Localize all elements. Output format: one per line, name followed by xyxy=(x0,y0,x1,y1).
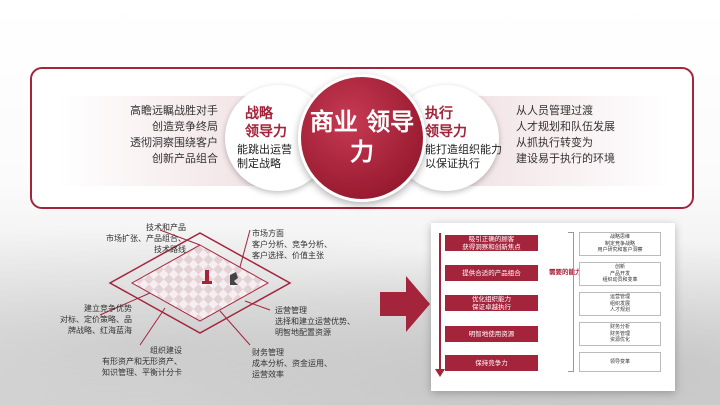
line-ops xyxy=(244,300,271,311)
panel-note-3: 运营管理 组织发展 人才规划 xyxy=(579,292,661,316)
panel-bar-5: 保持竞争力 xyxy=(445,355,538,371)
line-compete xyxy=(99,292,151,316)
panel-bar-1: 吸引正确的顾客 获得洞察和创新焦点 xyxy=(445,235,538,251)
chessboard-diagram xyxy=(99,229,292,346)
flow-line xyxy=(439,233,441,371)
panel-note-1: 战略思维 制定竞争战略 用户研究和客户洞察 xyxy=(579,232,661,256)
panel-bar-4: 明智地使用资源 xyxy=(445,326,538,342)
panel-note-4: 财务分析 财务管理 资源优化 xyxy=(579,322,661,346)
center-title: 商业 领导力 xyxy=(309,107,415,166)
capability-bracket xyxy=(568,232,574,372)
inner-diamond xyxy=(130,244,270,322)
execution-description: 从人员管理过渡 人才规划和队伍发展 从抓执行转变为 建设易于执行的环境 xyxy=(516,104,615,165)
chess-piece-knight-icon xyxy=(230,272,238,285)
flow-arrow-down-icon xyxy=(435,369,445,377)
flow-arrow-icon xyxy=(380,276,430,332)
label-compete: 建立竞争优势 对标、定价策略、品 牌战略、红海蓝海 xyxy=(60,304,132,335)
panel-note-5: 领导变革 xyxy=(579,352,661,372)
label-tech: 技术和产品 市场扩张、产品组合、 技术路线 xyxy=(106,223,186,254)
panel-bar-2: 提供合适的产品组合 xyxy=(445,265,538,281)
strategy-description: 高瞻远瞩战胜对手 创造竞争终局 透彻洞察围绕客户 创新产品组合 xyxy=(130,104,218,165)
label-ops: 运营管理 选择和建立运营优势、 明智地配置资源 xyxy=(275,306,355,337)
center-circle: 商业 领导力 xyxy=(298,74,426,202)
execution-title: 执行 领导力 xyxy=(425,106,467,140)
line-market xyxy=(239,229,251,268)
chess-piece-king-icon xyxy=(202,270,212,284)
panel-bar-3: 优化组织能力 保证卓越执行 xyxy=(445,295,538,311)
line-finance xyxy=(219,310,251,346)
need-capability-label: 需要的能力 xyxy=(549,268,582,276)
label-finance: 财务管理 成本分析、资金运用、 运营效率 xyxy=(252,348,332,379)
label-org: 组织建设 有形资产和无形资产、 知识管理、平衡计分卡 xyxy=(102,346,182,377)
outer-diamond xyxy=(108,232,292,334)
strategy-title: 战略 领导力 xyxy=(245,106,287,140)
line-tech xyxy=(159,229,201,246)
label-market: 市场方面 客户分析、竞争分析、 客户选择、价值主张 xyxy=(252,229,332,260)
line-org xyxy=(139,307,166,346)
panel-note-2: 创新 产品开发 组织动员和变革 xyxy=(579,262,661,286)
execution-subtitle: 能打造组织能力 以保证执行 xyxy=(425,143,502,170)
strategy-subtitle: 能跳出运营 制定战略 xyxy=(237,143,292,170)
